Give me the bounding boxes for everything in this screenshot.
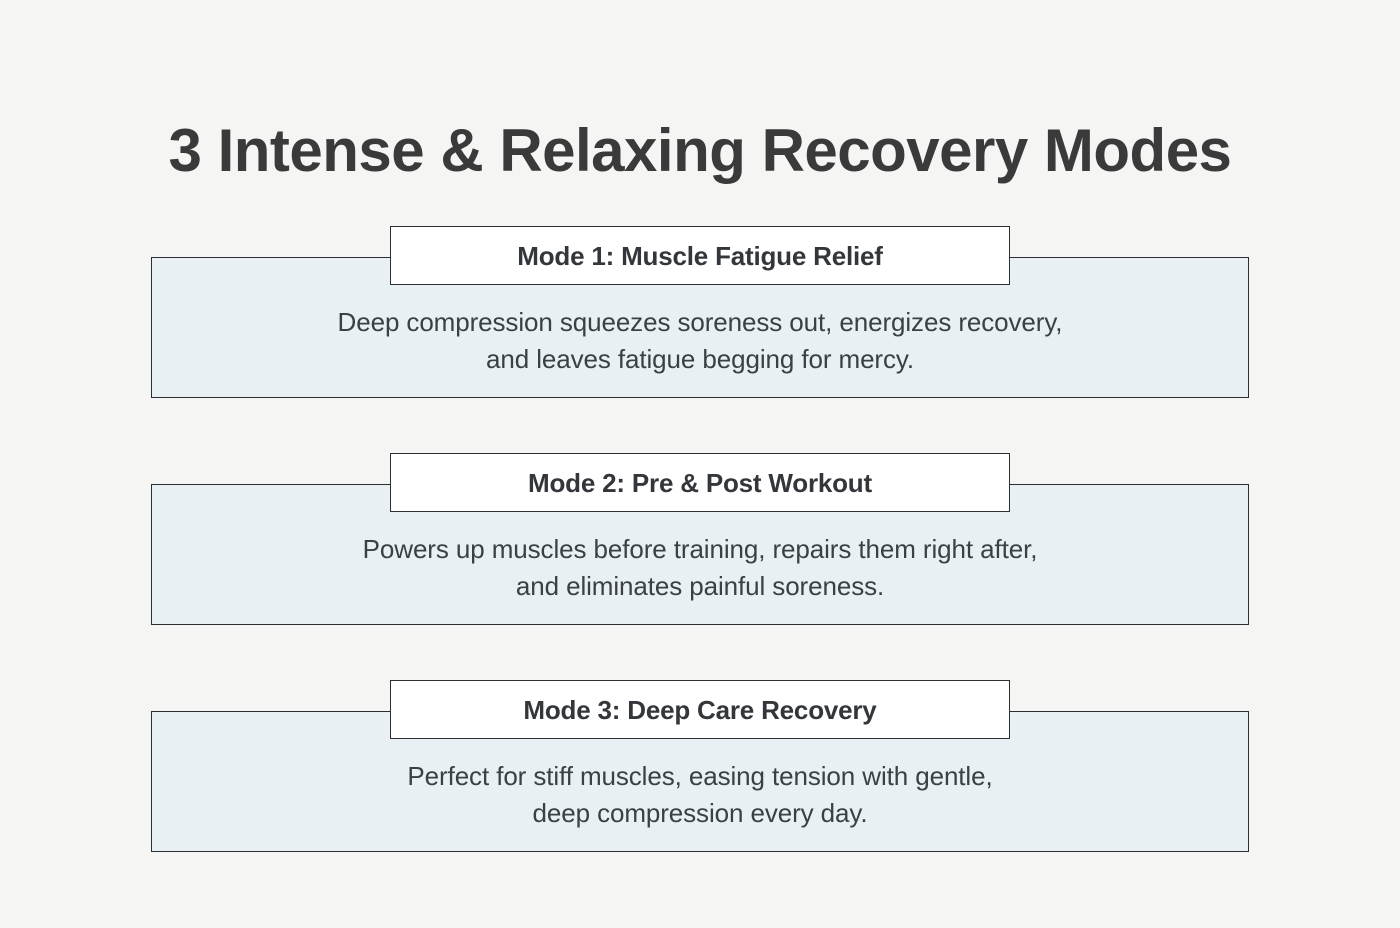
description-line-2: deep compression every day. [532, 798, 868, 828]
mode-card-description: Powers up muscles before training, repai… [152, 531, 1248, 605]
mode-card-badge-label: Mode 2: Pre & Post Workout [528, 467, 872, 498]
mode-card-badge: Mode 1: Muscle Fatigue Relief [390, 226, 1010, 285]
mode-card-description: Deep compression squeezes soreness out, … [152, 304, 1248, 378]
card-top-rule-right [1010, 711, 1249, 712]
mode-card-description: Perfect for stiff muscles, easing tensio… [152, 758, 1248, 832]
card-top-rule-left [151, 257, 390, 258]
card-top-rule-right [1010, 257, 1249, 258]
description-line-1: Perfect for stiff muscles, easing tensio… [407, 761, 993, 791]
description-line-2: and leaves fatigue begging for mercy. [486, 344, 914, 374]
description-line-2: and eliminates painful soreness. [515, 571, 885, 601]
card-top-rule-right [1010, 484, 1249, 485]
mode-card: Powers up muscles before training, repai… [151, 453, 1249, 625]
card-top-rule-left [151, 484, 390, 485]
mode-card: Deep compression squeezes soreness out, … [151, 226, 1249, 398]
card-top-rule-left [151, 711, 390, 712]
description-line-1: Powers up muscles before training, repai… [362, 534, 1038, 564]
mode-card-badge: Mode 3: Deep Care Recovery [390, 680, 1010, 739]
mode-card-list: Deep compression squeezes soreness out, … [151, 226, 1249, 852]
description-line-1: Deep compression squeezes soreness out, … [337, 307, 1063, 337]
page-title: 3 Intense & Relaxing Recovery Modes [168, 117, 1232, 185]
mode-card-badge-label: Mode 3: Deep Care Recovery [523, 694, 877, 725]
mode-card: Perfect for stiff muscles, easing tensio… [151, 680, 1249, 852]
mode-card-badge: Mode 2: Pre & Post Workout [390, 453, 1010, 512]
mode-card-badge-label: Mode 1: Muscle Fatigue Relief [517, 240, 883, 271]
